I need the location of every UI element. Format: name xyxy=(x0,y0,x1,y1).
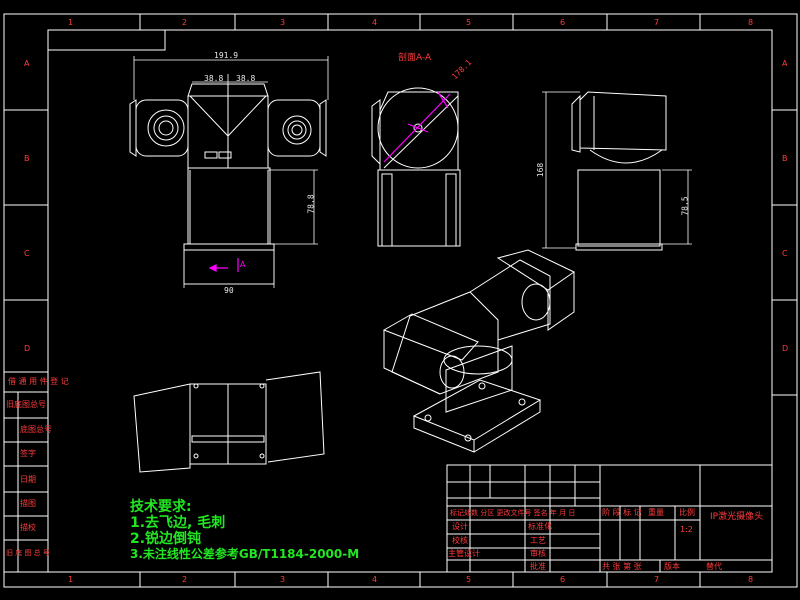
side-view-dimensions xyxy=(542,91,692,249)
tech-requirement-2: 2.锐边倒钝 xyxy=(130,531,202,547)
zone-col-7-top: 7 xyxy=(654,18,660,27)
zone-row-b-left: B xyxy=(24,154,30,163)
dim-base-height-side: 78.5 xyxy=(680,196,690,216)
zone-col-6-top: 6 xyxy=(560,18,566,27)
chief-label: 主管设计 xyxy=(448,549,480,558)
zone-col-5-top: 5 xyxy=(466,18,472,27)
version-label: 版本 xyxy=(664,562,680,571)
weight-header: 重量 xyxy=(648,508,664,517)
dim-half-right: 38.8 xyxy=(236,74,256,83)
left-table-row-7: 描校 xyxy=(20,523,36,532)
zone-row-c-left: C xyxy=(24,249,30,258)
sheet-frame xyxy=(3,13,798,588)
title-block xyxy=(446,464,773,573)
stage-header: 阶 段 标 记 xyxy=(602,508,642,517)
zone-col-1-top: 1 xyxy=(68,18,74,27)
zone-col-2-bottom: 2 xyxy=(182,575,188,584)
side-view xyxy=(571,91,667,251)
approve-label: 批准 xyxy=(530,562,546,571)
bottom-view xyxy=(133,371,325,473)
section-label: 剖面A-A xyxy=(398,53,432,63)
sheets-label: 共 张 第 张 xyxy=(602,562,642,571)
zone-col-2-top: 2 xyxy=(182,18,188,27)
section-marker-front xyxy=(208,258,239,272)
section-view xyxy=(371,87,461,247)
front-view xyxy=(129,83,327,251)
dim-base-width: 90 xyxy=(224,286,234,295)
review-label: 审核 xyxy=(530,549,546,558)
view-marker-front: A xyxy=(240,260,246,269)
scale-header: 比例 xyxy=(679,508,695,517)
tech-requirement-1: 1.去飞边, 毛刺 xyxy=(130,515,226,531)
zone-col-3-bottom: 3 xyxy=(280,575,286,584)
dim-overall-height-side: 168 xyxy=(536,162,546,178)
zone-col-4-bottom: 4 xyxy=(372,575,378,584)
zone-col-1-bottom: 1 xyxy=(68,575,74,584)
zone-col-6-bottom: 6 xyxy=(560,575,566,584)
zone-col-4-top: 4 xyxy=(372,18,378,27)
zone-row-d-right: D xyxy=(782,344,789,353)
process-label: 工艺 xyxy=(530,536,546,545)
left-table-row-2: 旧底图总号 xyxy=(6,400,46,409)
zone-col-8-top: 8 xyxy=(748,18,754,27)
dim-overall-width: 191.9 xyxy=(214,51,239,60)
zone-row-a-right: A xyxy=(782,59,788,68)
left-table-row-4: 签字 xyxy=(20,449,36,458)
scale-value: 1:2 xyxy=(680,525,693,534)
zone-col-5-bottom: 5 xyxy=(466,575,472,584)
zone-ticks xyxy=(4,14,797,587)
drawing-title: IP激光摄像头 xyxy=(710,512,764,522)
left-table-row-3: 底图总号 xyxy=(20,425,52,434)
zone-row-d-left: D xyxy=(24,344,31,353)
dim-half-left: 38.8 xyxy=(204,74,224,83)
zone-row-c-right: C xyxy=(782,249,788,258)
zone-col-7-bottom: 7 xyxy=(654,575,660,584)
tech-requirements-heading: 技术要求: xyxy=(130,499,192,515)
design-label: 设计 xyxy=(452,522,468,531)
change-row: 标记处数 分区 更改文件号 签名 年 月 日 xyxy=(450,509,576,517)
front-view-dimensions xyxy=(133,56,329,288)
zone-col-8-bottom: 8 xyxy=(748,575,754,584)
zone-row-b-right: B xyxy=(782,154,788,163)
dim-base-height-front: 78.8 xyxy=(306,194,316,214)
isometric-view xyxy=(382,249,575,453)
left-table-row-8: 旧 底 图 总 号 xyxy=(6,549,50,557)
check-label: 校核 xyxy=(452,536,468,545)
left-table-row-5: 日期 xyxy=(20,475,36,484)
tech-requirement-3: 3.未注线性公差参考GB/T1184-2000-M xyxy=(130,547,360,561)
zone-col-3-top: 3 xyxy=(280,18,286,27)
zone-row-a-left: A xyxy=(24,59,30,68)
left-table-row-1: 借 通 用 件 登 记 xyxy=(8,377,69,386)
left-table-row-6: 描图 xyxy=(20,499,36,508)
replace-label: 替代 xyxy=(706,562,722,571)
left-records-table xyxy=(3,371,49,573)
section-view-markers xyxy=(383,91,451,163)
standardization-label: 标准化 xyxy=(528,522,552,531)
